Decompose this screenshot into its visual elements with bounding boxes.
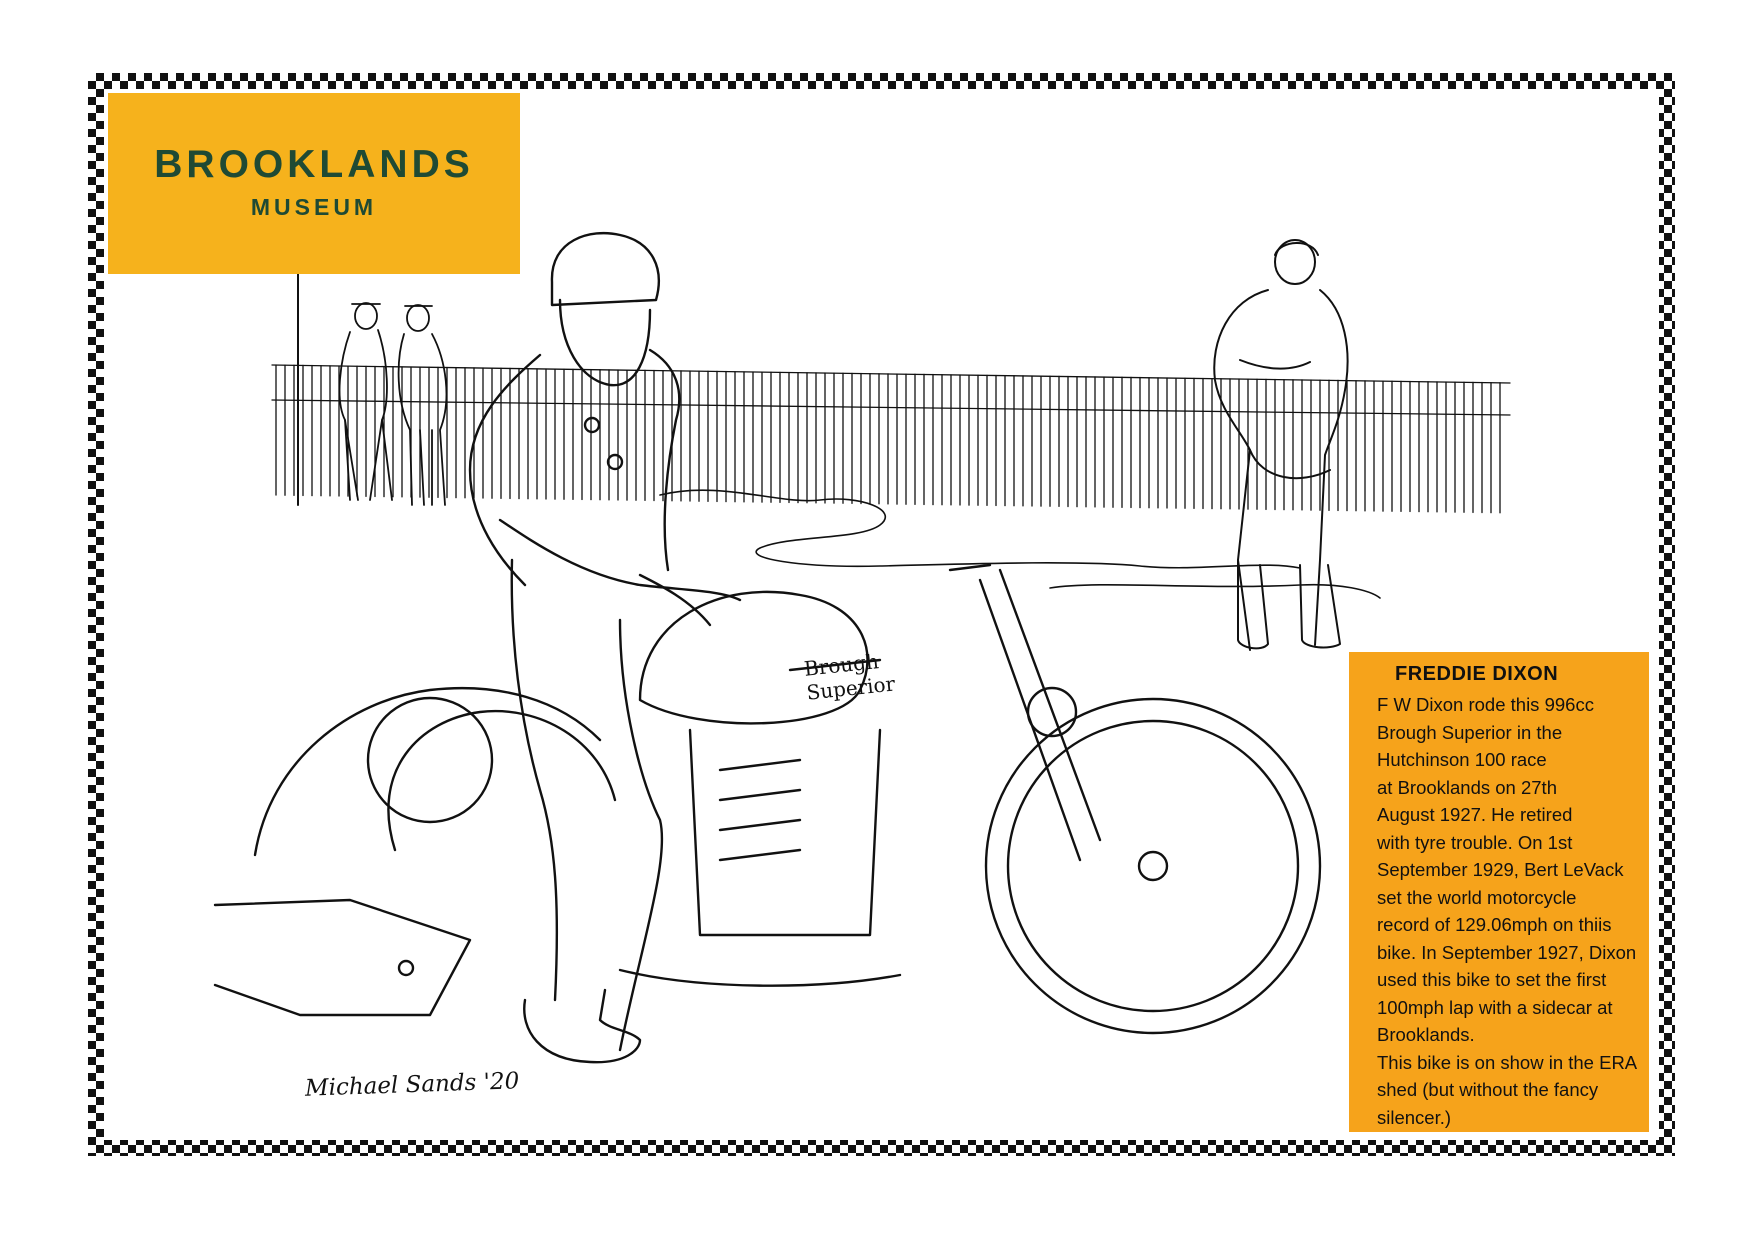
info-line: silencer.) — [1377, 1106, 1452, 1128]
info-line: set the world motorcycle — [1377, 886, 1577, 908]
info-line: record of 129.06mph on thiis — [1377, 914, 1612, 935]
info-line: September 1929, Bert LeVack — [1377, 859, 1624, 880]
motorcycle-illustration — [104, 89, 1659, 1140]
info-line: shed (but without the fancy — [1377, 1079, 1599, 1100]
info-line: Brough Superior in the — [1377, 721, 1563, 743]
info-line: This bike is on show in the ERA — [1377, 1051, 1638, 1073]
info-line: 100mph lap with a sidecar at — [1377, 996, 1613, 1018]
spectator-left-2 — [397, 304, 448, 506]
info-line: used this bike to set the first — [1377, 969, 1607, 990]
logo-subtitle: MUSEUM — [250, 194, 378, 220]
spectator-left-1 — [338, 302, 393, 501]
info-line: with tyre trouble. On 1st — [1377, 831, 1573, 853]
info-line: bike. In September 1927, Dixon — [1377, 941, 1637, 963]
ground-puddle — [659, 489, 1301, 569]
info-panel: FREDDIE DIXON F W Dixon rode this 996cc … — [1349, 652, 1649, 1132]
info-line: at Brooklands on 27th — [1377, 776, 1557, 798]
info-title: FREDDIE DIXON — [1395, 663, 1559, 685]
motorcycle — [213, 563, 1322, 1035]
logo-title: BROOKLANDS — [154, 143, 474, 186]
info-line: Brooklands. — [1377, 1024, 1475, 1045]
rider — [468, 231, 742, 1064]
background-fence — [271, 271, 1511, 514]
info-line: August 1927. He retired — [1377, 804, 1573, 825]
info-line: Hutchinson 100 race — [1377, 749, 1547, 770]
brooklands-museum-logo: BROOKLANDS MUSEUM — [108, 93, 520, 274]
spectator-right — [1213, 239, 1349, 651]
info-text: F W Dixon rode this 996cc Brough Superio… — [1377, 691, 1649, 1131]
info-line: F W Dixon rode this 996cc — [1377, 694, 1594, 715]
